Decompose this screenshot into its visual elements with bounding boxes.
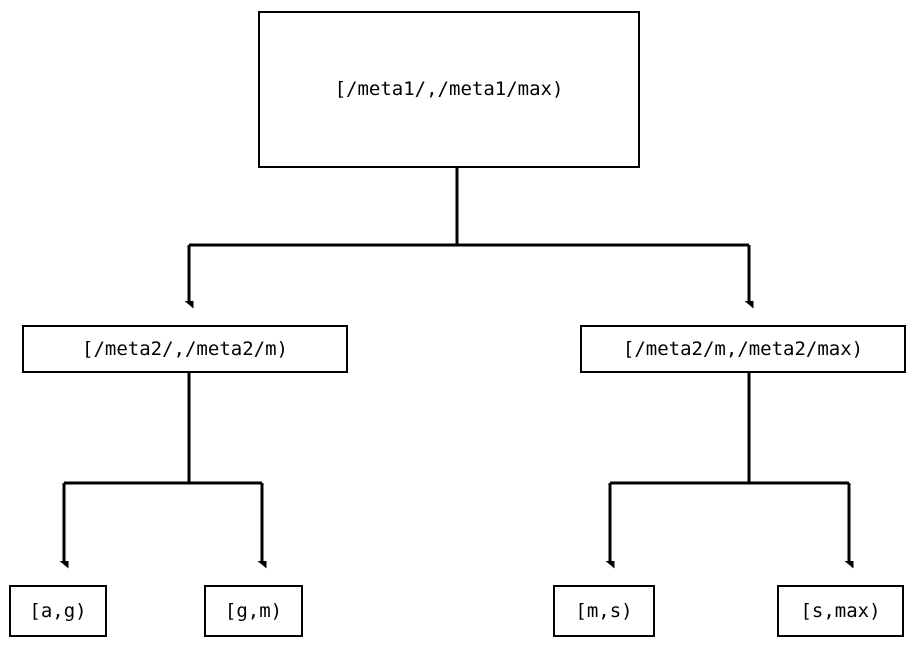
tree-node-leaf-ms[interactable]: [m,s) (553, 585, 655, 637)
tree-node-mid-right-label: [/meta2/m,/meta2/max) (622, 337, 864, 360)
tree-node-mid-left[interactable]: [/meta2/,/meta2/m) (22, 325, 348, 373)
tree-node-root-label: [/meta1/,/meta1/max) (334, 78, 564, 100)
tree-node-leaf-smax-label: [s,max) (800, 599, 881, 622)
tree-node-leaf-smax[interactable]: [s,max) (777, 585, 904, 637)
tree-node-root[interactable]: [/meta1/,/meta1/max) (258, 11, 640, 168)
tree-node-leaf-gm-label: [g,m) (224, 599, 283, 622)
tree-node-mid-right[interactable]: [/meta2/m,/meta2/max) (580, 325, 906, 373)
tree-node-leaf-ag-label: [a,g) (29, 599, 87, 622)
tree-node-leaf-ms-label: [m,s) (575, 599, 633, 622)
tree-node-mid-left-label: [/meta2/,/meta2/m) (82, 337, 288, 360)
tree-node-leaf-ag[interactable]: [a,g) (9, 585, 107, 637)
tree-node-leaf-gm[interactable]: [g,m) (204, 585, 303, 637)
